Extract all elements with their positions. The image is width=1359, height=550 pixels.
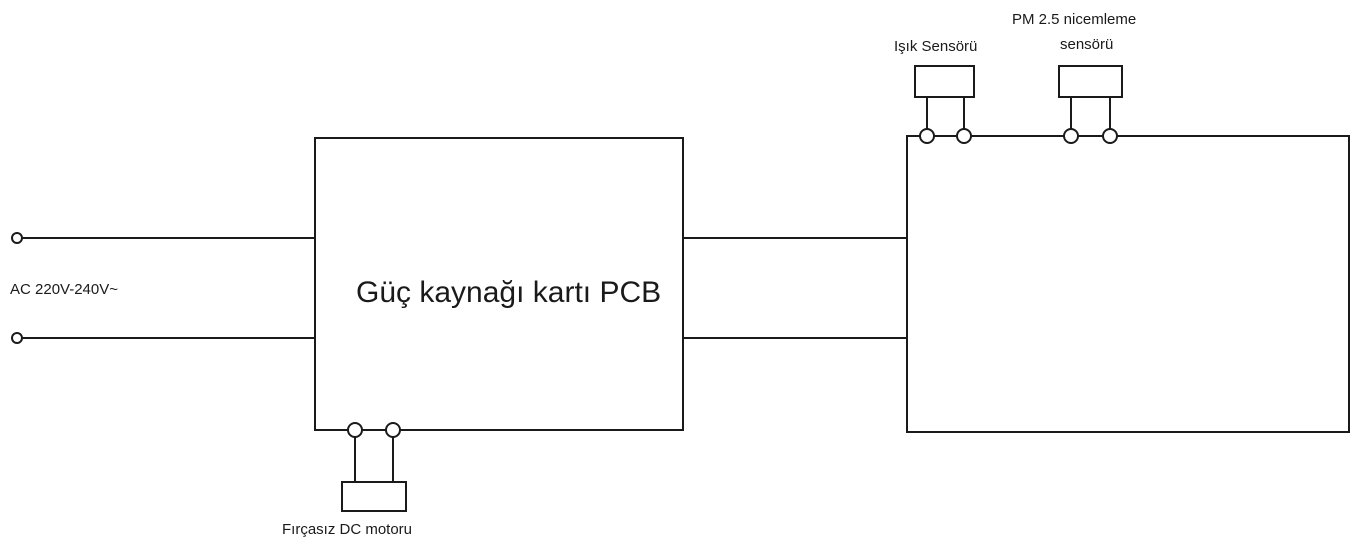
motor-terminal-left — [347, 422, 363, 438]
psu-board-box — [314, 137, 684, 431]
light-sensor: Işık Sensörü — [894, 38, 977, 144]
pm-sensor: PM 2.5 nicemleme sensörü — [1012, 11, 1136, 144]
pm-sensor-label-line1: PM 2.5 nicemleme — [1012, 11, 1136, 28]
light-sensor-terminal-right — [956, 128, 972, 144]
power-input-label: AC 220V-240V~ — [10, 281, 118, 298]
light-sensor-terminal-left — [919, 128, 935, 144]
ac-input-terminal-bottom — [11, 332, 23, 344]
control-board — [906, 135, 1350, 433]
light-sensor-box — [914, 65, 975, 98]
motor-terminal-right — [385, 422, 401, 438]
control-board-box — [906, 135, 1350, 433]
pm-sensor-box — [1058, 65, 1123, 98]
motor-box — [341, 481, 407, 512]
motor: Fırçasız DC motoru — [282, 422, 412, 538]
light-sensor-label: Işık Sensörü — [894, 38, 977, 55]
pm-sensor-terminal-left — [1063, 128, 1079, 144]
motor-label: Fırçasız DC motoru — [282, 521, 412, 538]
ac-input-terminal-top — [11, 232, 23, 244]
ac-input: AC 220V-240V~ — [10, 232, 315, 344]
pm-sensor-label-line2: sensörü — [1060, 36, 1113, 53]
pm-sensor-terminal-right — [1102, 128, 1118, 144]
psu-board-label: Güç kaynağı kartı PCB — [356, 276, 661, 309]
psu-board: Güç kaynağı kartı PCB — [314, 137, 684, 431]
